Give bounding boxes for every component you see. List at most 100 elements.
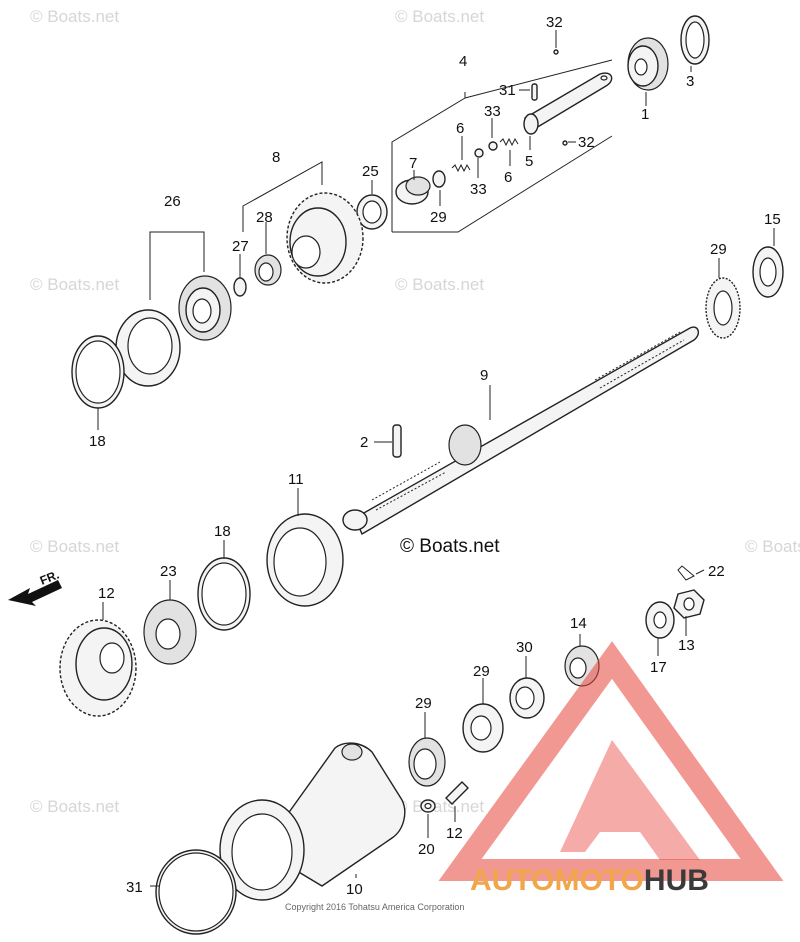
- shim-ring-bore: [75, 340, 121, 404]
- thrust-washer-bore: [362, 200, 382, 224]
- carrier-bore: [231, 813, 293, 891]
- watermark: © Boats.net: [745, 537, 800, 556]
- watermark: © Boats.net: [395, 275, 484, 294]
- callout-7: 7: [409, 155, 417, 172]
- prop-nut-bore: [683, 597, 695, 611]
- shift-rod: [523, 72, 613, 129]
- callout-labels: 32 1 3 4 31 33 6 5 32 33 6 7 29 25 8 28 …: [89, 14, 781, 898]
- callout-1: 1: [641, 106, 649, 123]
- group-bracket-4: [391, 59, 613, 233]
- o-ring-bore: [158, 852, 234, 932]
- callout-23: 29: [710, 241, 727, 258]
- callout-32: 32: [546, 14, 563, 31]
- watermark: © Boats.net: [30, 275, 119, 294]
- bolt-washer-bore: [424, 802, 432, 810]
- plunger-head: [405, 176, 431, 196]
- bearing-race-bore: [127, 317, 173, 375]
- leader-lines: [97, 30, 775, 887]
- pin: [531, 83, 538, 101]
- spring: [499, 137, 519, 147]
- shim-ring-bore: [201, 562, 247, 626]
- callout-18: 18: [89, 433, 106, 450]
- callout-17: 17: [650, 659, 667, 676]
- callout-13: 12: [446, 825, 463, 842]
- bushing-bore: [258, 262, 274, 282]
- callout-27: 29: [415, 695, 432, 712]
- watermark: © Boats.net: [30, 797, 119, 816]
- spring: [451, 163, 471, 173]
- watermark: © Boats.net: [395, 7, 484, 26]
- watermark: © Boats.net: [30, 7, 119, 26]
- thrust-bearing-bore: [713, 290, 733, 326]
- thrust-washer-bore: [759, 257, 777, 287]
- dog-clutch-bore: [634, 58, 648, 76]
- shift-assembly: [356, 15, 710, 233]
- clip: [432, 170, 446, 188]
- callout-19: 25: [362, 163, 379, 180]
- nut-washer-bore: [653, 611, 667, 629]
- forward-gear-bore: [291, 235, 321, 269]
- watermark-center: © Boats.net: [400, 536, 500, 557]
- callout-16: 15: [764, 211, 781, 228]
- callout-29: 29: [473, 663, 490, 680]
- small-parts: [408, 565, 705, 787]
- reverse-gear-bore: [99, 642, 125, 674]
- svg-text:AUTOMOTOHUB: AUTOMOTOHUB: [470, 864, 709, 897]
- snap-ring: [233, 277, 247, 297]
- callout-22: 22: [708, 563, 725, 580]
- shaft-collar: [448, 424, 482, 466]
- logo-triangle-icon: [438, 641, 784, 881]
- copyright: Copyright 2016 Tohatsu America Corporati…: [285, 902, 464, 912]
- callout-4: 4: [459, 53, 467, 70]
- shaft-end: [342, 509, 368, 531]
- spring-ring-bore: [685, 21, 705, 59]
- watermarks: © Boats.net © Boats.net © Boats.net © Bo…: [30, 7, 800, 816]
- oil-seal-bore: [515, 686, 535, 710]
- small-ball: [553, 49, 559, 55]
- callout-2: 2: [360, 434, 368, 451]
- callout-8: 8: [272, 149, 280, 166]
- rod-hole: [600, 75, 608, 81]
- group-bracket-8: [242, 161, 323, 232]
- callout-33: 33: [484, 103, 501, 120]
- small-ball: [562, 140, 568, 146]
- rod-end: [523, 113, 539, 135]
- shaft-splines: [594, 331, 685, 389]
- reverse-gear-assembly: [59, 513, 344, 717]
- callout-31: 29: [430, 209, 447, 226]
- ball: [474, 148, 484, 158]
- spacer-bore: [569, 657, 587, 679]
- callout-5: 5: [525, 153, 533, 170]
- callout-29: 30: [516, 639, 533, 656]
- callout-18: 18: [214, 523, 231, 540]
- callout-26: 28: [256, 209, 273, 226]
- brand-part2: HUB: [644, 864, 709, 897]
- callout-21: 27: [232, 238, 249, 255]
- callout-15: 14: [570, 615, 587, 632]
- callout-6: 6: [456, 120, 464, 137]
- cross-pin: [392, 424, 402, 458]
- watermark: © Boats.net: [30, 537, 119, 556]
- group-bracket-24: [149, 231, 205, 300]
- callout-25: 23: [160, 563, 177, 580]
- front-direction-arrow: FR.: [8, 568, 62, 606]
- callout-28: 31: [499, 82, 516, 99]
- logo-letter-icon: [560, 740, 700, 860]
- bearing-housing-bore: [273, 527, 327, 597]
- callout-11: 10: [346, 881, 363, 898]
- bearing-carrier: [155, 742, 469, 935]
- watermark: © Boats.net: [395, 797, 484, 816]
- callout-33: 33: [470, 181, 487, 198]
- brand-part1: AUTOMOTO: [470, 864, 644, 897]
- direction-label: FR.: [38, 568, 61, 588]
- needle-bearing-bore: [413, 748, 437, 780]
- ball: [488, 141, 498, 151]
- propeller-shaft-body: [354, 326, 700, 536]
- propeller-shaft: [342, 246, 784, 536]
- callout-10: 9: [480, 367, 488, 384]
- arrow-left-icon: [8, 580, 62, 606]
- callout-9: 12: [98, 585, 115, 602]
- callout-20: 20: [418, 841, 435, 858]
- callout-14: 13: [678, 637, 695, 654]
